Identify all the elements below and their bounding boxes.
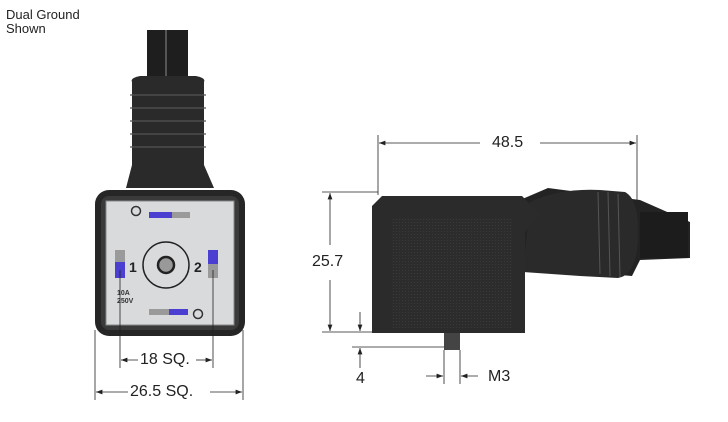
front-dimension-lines [94,270,244,400]
dim-length-label: 48.5 [492,134,524,151]
side-texture [392,218,512,328]
rating-voltage: 250V [117,298,134,305]
dim-height-label: 25.7 [312,253,344,270]
front-view-connector: 1 2 10A 250V [95,30,245,336]
ground-symbol-icon [130,205,142,217]
strain-relief [126,76,214,188]
dim-thread-label: M3 [488,368,511,385]
side-dimension-lines [322,135,638,384]
note-line2: Shown [6,21,46,36]
rating-current: 10A [117,290,130,297]
center-screw [156,255,176,275]
dim-offset-label: 4 [356,370,365,387]
ground-symbol-icon [192,308,204,320]
cable-end [147,30,188,78]
dim-outer-label: 26.5 SQ. [130,383,194,400]
m3-stud [444,333,460,350]
side-strain-relief [523,189,639,278]
terminal-1-label: 1 [129,259,137,275]
dim-inner-label: 18 SQ. [140,351,190,368]
note-line1: Dual Ground [6,7,80,22]
side-view-connector [372,188,690,350]
terminal-2-label: 2 [194,259,202,275]
